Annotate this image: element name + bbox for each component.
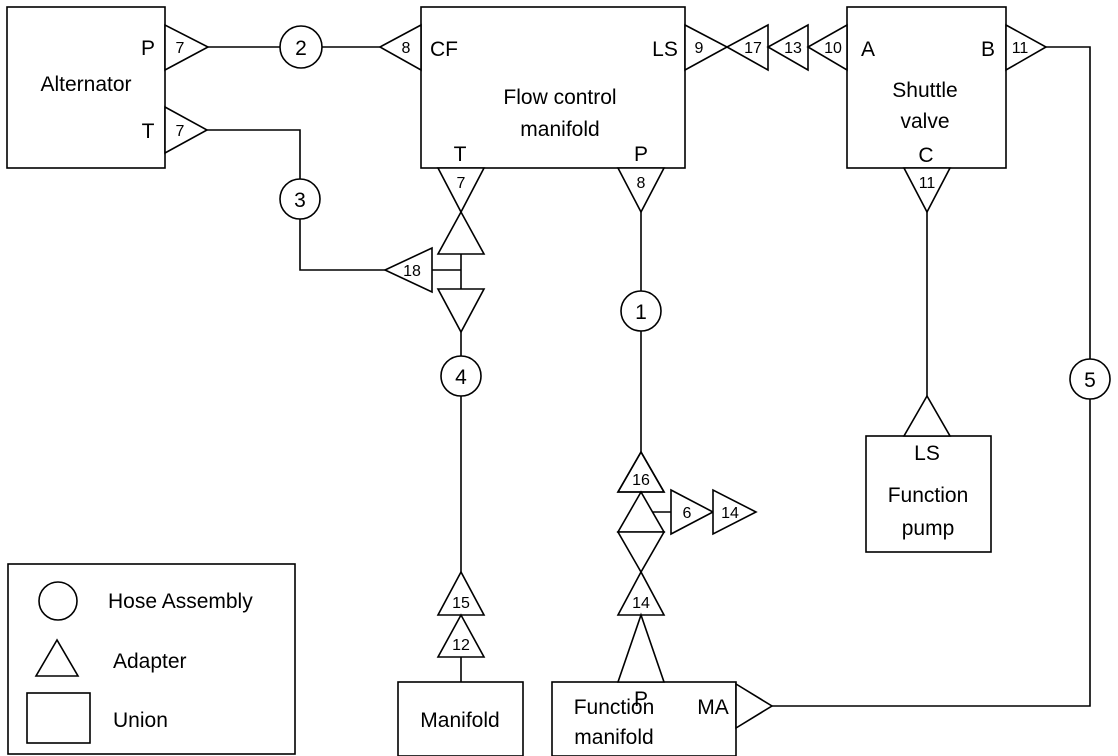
hose-1-label: 1 — [635, 301, 647, 324]
line-hose3-adapter18 — [299, 219, 385, 271]
flow-control-port-cf: CF — [430, 38, 458, 61]
line-b-hose5 — [1046, 46, 1091, 359]
hose-5-label: 5 — [1084, 369, 1096, 392]
adapter-13-label: 13 — [784, 40, 802, 57]
adapter-14-side-label: 14 — [721, 505, 739, 522]
adapter-14-side — [712, 488, 758, 536]
legend-union-icon — [26, 692, 91, 744]
adapter-fc-cf-label: 8 — [402, 40, 411, 57]
flow-control-port-ls: LS — [652, 38, 678, 61]
hose-3-circle — [279, 178, 321, 220]
manifold-box — [397, 681, 524, 756]
adapter-tee-upper — [436, 210, 486, 255]
adapter-sv-a — [806, 23, 848, 72]
function-pump-port-ls: LS — [914, 442, 940, 465]
adapter-sv-c-label: 11 — [919, 175, 936, 192]
legend-union-label: Union — [113, 709, 168, 732]
flow-control-name-2: manifold — [520, 118, 599, 141]
flow-control-port-t: T — [454, 143, 467, 166]
hose-1-circle — [620, 290, 662, 332]
hose-4-label: 4 — [455, 366, 467, 389]
adapter-fc-t-label: 7 — [457, 175, 466, 192]
adapters: 7 7 8 9 17 13 10 11 7 8 11 — [164, 23, 1048, 730]
function-manifold-port-p: P — [634, 688, 648, 711]
adapter-fc-p — [616, 167, 666, 214]
adapter-alt-t — [164, 105, 209, 155]
hose-4-circle — [440, 355, 482, 397]
alternator-box — [6, 6, 166, 169]
legend-adapter-icon — [34, 638, 80, 677]
shuttle-valve-box — [846, 6, 1007, 169]
adapter-fm-p — [616, 612, 666, 683]
manifold-name: Manifold — [420, 709, 499, 732]
adapter-6 — [670, 488, 715, 536]
adapter-12-label: 12 — [452, 637, 470, 654]
adapter-fc-ls-label: 9 — [695, 40, 704, 57]
adapter-tee2-lower — [616, 531, 666, 574]
flow-control-manifold-box — [420, 6, 686, 169]
flow-control-port-p: P — [634, 143, 648, 166]
adapter-15-label: 15 — [452, 595, 470, 612]
line-hose5-ma — [772, 399, 1091, 707]
hose-3-label: 3 — [294, 189, 306, 212]
adapter-fp-ls — [902, 394, 952, 437]
alternator-name: Alternator — [40, 73, 131, 96]
adapter-fc-t — [436, 167, 486, 214]
adapter-18 — [383, 246, 433, 294]
function-manifold-name-1: Function — [574, 696, 655, 719]
line-alt-t-hose3 — [207, 129, 301, 179]
function-manifold-port-ma: MA — [697, 696, 729, 719]
legend-hose-label: Hose Assembly — [108, 590, 253, 613]
adapter-fc-ls — [684, 23, 729, 72]
adapter-fc-cf — [378, 23, 422, 72]
adapter-18-label: 18 — [403, 263, 421, 280]
alternator-port-t: T — [142, 120, 155, 143]
hose-2-circle — [279, 25, 323, 69]
flow-control-name-1: Flow control — [503, 86, 616, 109]
function-pump-name-2: pump — [902, 517, 955, 540]
legend-hose-icon — [38, 581, 78, 621]
adapter-sv-a-label: 10 — [824, 40, 842, 57]
adapter-sv-b — [1005, 23, 1048, 72]
adapter-16-label: 16 — [632, 472, 650, 489]
adapter-sv-c — [902, 167, 952, 214]
function-pump-name-1: Function — [888, 484, 969, 507]
adapter-fm-ma — [735, 682, 774, 730]
legend: Hose Assembly Adapter Union — [7, 563, 296, 755]
hose-assemblies: 2 3 1 4 5 — [279, 25, 1111, 400]
adapter-6-label: 6 — [683, 505, 692, 522]
shuttle-valve-port-c: C — [918, 144, 933, 167]
adapter-sv-b-label: 11 — [1012, 40, 1029, 57]
hose-2-label: 2 — [295, 37, 307, 60]
unions: Alternator P T Flow control manifold CF … — [6, 6, 1007, 756]
adapter-alt-p-label: 7 — [176, 40, 185, 57]
hose-5-circle — [1069, 358, 1111, 400]
adapter-alt-t-label: 7 — [176, 123, 185, 140]
shuttle-valve-name-1: Shuttle — [892, 79, 957, 102]
shuttle-valve-name-2: valve — [900, 110, 949, 133]
shuttle-valve-port-b: B — [981, 38, 995, 61]
function-manifold-box — [551, 681, 737, 756]
adapter-14-bottom-label: 14 — [632, 595, 650, 612]
function-pump-box — [865, 435, 992, 553]
adapter-alt-p — [164, 23, 210, 72]
adapter-fc-p-label: 8 — [637, 175, 646, 192]
adapter-17-label: 17 — [744, 40, 762, 57]
alternator-port-p: P — [141, 37, 155, 60]
adapter-tee-lower — [436, 288, 486, 334]
shuttle-valve-port-a: A — [861, 38, 875, 61]
legend-adapter-label: Adapter — [113, 650, 187, 673]
function-manifold-name-2: manifold — [574, 726, 653, 749]
